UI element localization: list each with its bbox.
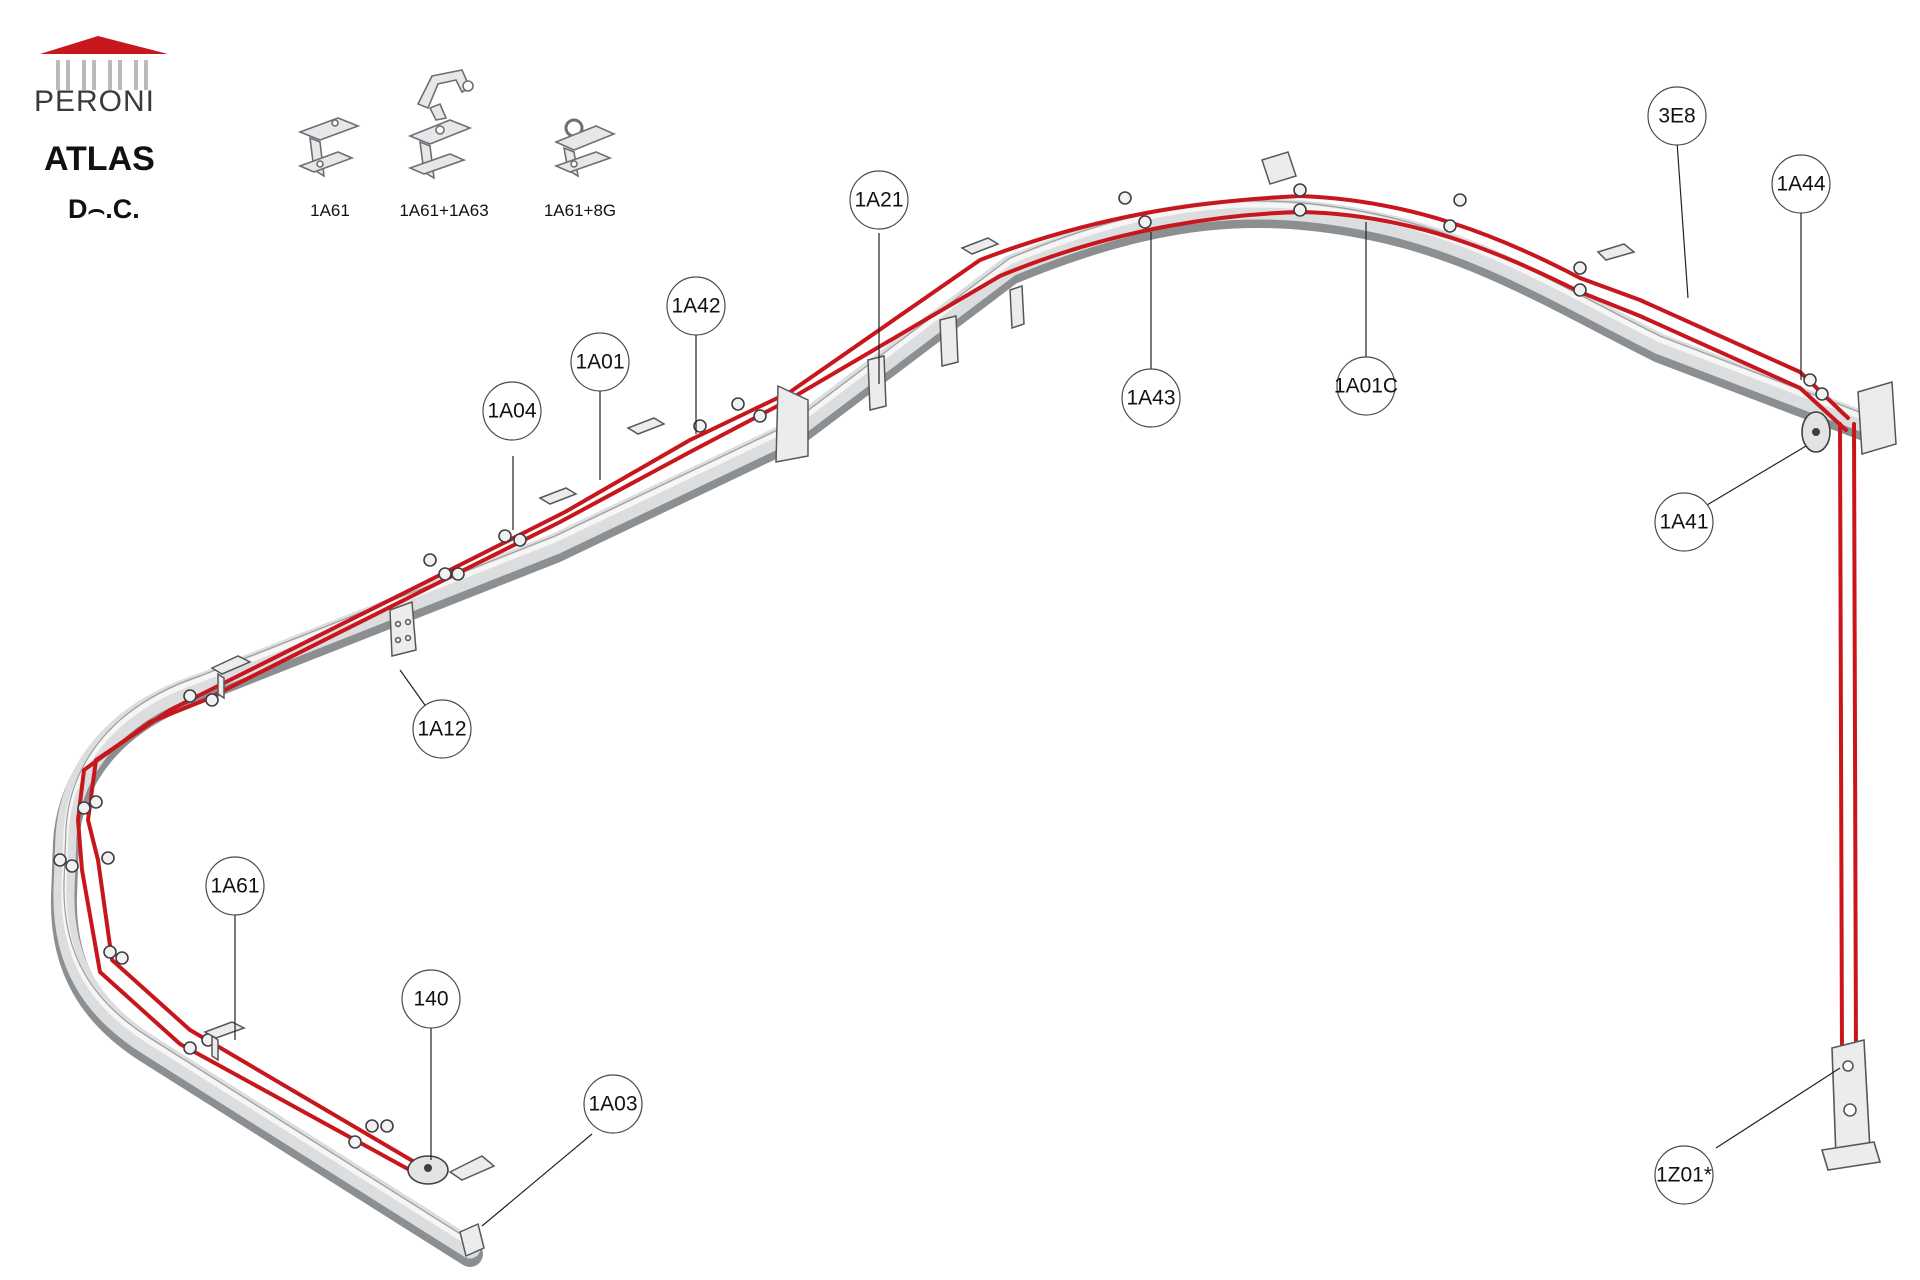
legend-item-1a61-8g: 1A61+8G — [544, 118, 617, 220]
carriers — [53, 183, 1829, 1149]
callout-1a12: 1A12 — [412, 699, 472, 759]
svg-text:1A61: 1A61 — [210, 875, 259, 898]
callout-1z01: 1Z01* — [1654, 1145, 1714, 1205]
pulley-140-icon — [407, 1155, 449, 1185]
legend-item-1a61: 1A61 — [297, 117, 361, 220]
bracket-1a61-icon — [297, 117, 361, 178]
legend-label-1a61-8g: 1A61+8G — [544, 201, 616, 220]
svg-text:3E8: 3E8 — [1658, 105, 1695, 128]
bracket-1a61-8g-icon — [553, 118, 617, 178]
callouts: 1A61 1A12 1A04 1A01 1A42 1A21 1A43 1A01 — [205, 86, 1831, 1205]
callout-1a41: 1A41 — [1654, 492, 1714, 552]
svg-text:1A44: 1A44 — [1776, 173, 1825, 196]
legend-label-1a61: 1A61 — [310, 201, 350, 220]
svg-text:1A01C: 1A01C — [1334, 375, 1398, 398]
legend: 1A61 1A61+1A63 1A61+8G — [297, 69, 617, 220]
svg-text:1A41: 1A41 — [1659, 511, 1708, 534]
peroni-logo: PERONI — [34, 36, 168, 118]
callout-1a43: 1A43 — [1121, 368, 1181, 428]
brand-name: PERONI — [34, 85, 155, 118]
product-title: ATLAS — [44, 140, 155, 178]
callout-1a01c: 1A01C — [1334, 356, 1398, 416]
legend-item-1a61-1a63: 1A61+1A63 — [399, 69, 489, 220]
svg-text:1A43: 1A43 — [1126, 387, 1175, 410]
callout-1a44: 1A44 — [1771, 154, 1831, 214]
logo-columns-icon — [56, 60, 148, 90]
logo-roof-icon — [40, 36, 168, 54]
svg-text:1A04: 1A04 — [487, 400, 536, 423]
svg-text:1A42: 1A42 — [671, 295, 720, 318]
callout-1a21: 1A21 — [849, 170, 909, 230]
svg-text:1A12: 1A12 — [417, 718, 466, 741]
leader-lines — [234, 141, 1841, 1227]
callout-1a42: 1A42 — [666, 276, 726, 336]
callout-1a04: 1A04 — [482, 381, 542, 441]
svg-text:1Z01*: 1Z01* — [1656, 1164, 1712, 1187]
brackets — [203, 151, 1897, 1258]
product-variant: D⌢.C. — [68, 194, 140, 224]
tension-pulley-1z01-icon — [1820, 1038, 1882, 1171]
legend-label-1a61-1a63: 1A61+1A63 — [399, 201, 488, 220]
callout-140: 140 — [401, 969, 461, 1029]
callout-3e8: 3E8 — [1647, 86, 1707, 146]
pulley-1a41-icon — [1801, 411, 1831, 453]
callout-1a01: 1A01 — [570, 332, 630, 392]
svg-text:1A01: 1A01 — [575, 351, 624, 374]
draw-cord — [76, 194, 1858, 1182]
svg-text:1A03: 1A03 — [588, 1093, 637, 1116]
curtain-track-rail — [50, 198, 1883, 1267]
callout-1a03: 1A03 — [583, 1074, 643, 1134]
svg-text:140: 140 — [413, 988, 448, 1011]
callout-1a61: 1A61 — [205, 856, 265, 916]
bracket-1a61-1a63-icon — [407, 69, 474, 180]
svg-text:1A21: 1A21 — [854, 189, 903, 212]
